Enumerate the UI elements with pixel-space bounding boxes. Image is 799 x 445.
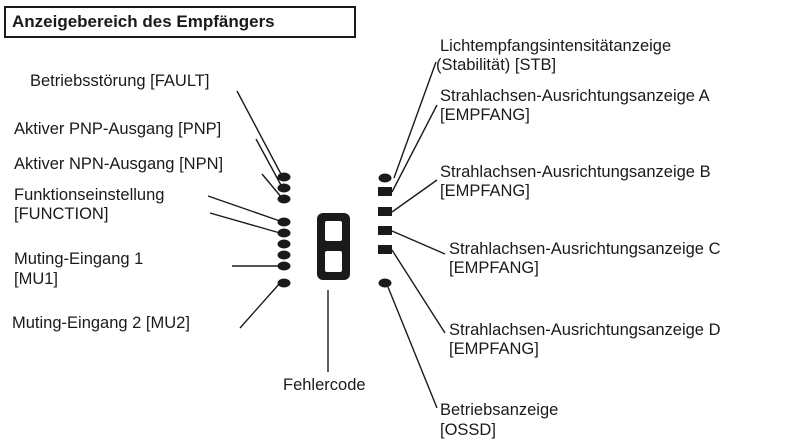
label-a-line1: Strahlachsen-Ausrichtungsanzeige A <box>440 87 710 105</box>
leader-mu2 <box>239 282 281 329</box>
led-function-3 <box>277 239 291 249</box>
label-ossd-line2: [OSSD] <box>440 421 496 439</box>
led-ossd <box>378 278 392 288</box>
led-c <box>378 226 392 235</box>
led-b <box>378 207 392 216</box>
label-d-line2: [EMPFANG] <box>449 340 539 358</box>
label-a-line2: [EMPFANG] <box>440 106 530 124</box>
label-b-line2: [EMPFANG] <box>440 182 530 200</box>
led-function-4 <box>277 250 291 260</box>
label-d-line1: Strahlachsen-Ausrichtungsanzeige D <box>449 321 721 339</box>
led-a <box>378 187 392 196</box>
label-pnp: Aktiver PNP-Ausgang [PNP] <box>14 120 222 138</box>
led-d <box>378 245 392 254</box>
led-fault <box>277 172 291 182</box>
label-stb-line2: (Stabilität) [STB] <box>436 56 557 74</box>
leader-function-2 <box>209 212 281 234</box>
led-npn <box>277 194 291 204</box>
label-function-line1: Funktionseinstellung <box>14 186 165 204</box>
leader-fault <box>236 90 283 177</box>
leader-stb <box>393 61 437 179</box>
leader-function <box>207 195 281 222</box>
led-function-2 <box>277 228 291 238</box>
leader-ossd <box>387 286 438 409</box>
label-c-line1: Strahlachsen-Ausrichtungsanzeige C <box>449 240 721 258</box>
led-stb <box>378 173 392 183</box>
led-function-1 <box>277 217 291 227</box>
label-mu1-line2: [MU1] <box>14 270 59 288</box>
leader-d <box>391 249 446 334</box>
led-pnp <box>277 183 291 193</box>
diagram-title: Anzeigebereich des Empfängers <box>4 6 356 38</box>
label-mu2: Muting-Eingang 2 [MU2] <box>12 314 190 332</box>
label-fault: Betriebsstörung [FAULT] <box>30 72 210 90</box>
leader-pnp <box>255 138 283 188</box>
label-npn: Aktiver NPN-Ausgang [NPN] <box>14 155 224 173</box>
label-ossd-line1: Betriebsanzeige <box>440 401 559 419</box>
led-mu1 <box>277 261 291 271</box>
label-stb-line1: Lichtempfangsintensitätanzeige <box>440 37 672 55</box>
label-b-line1: Strahlachsen-Ausrichtungsanzeige B <box>440 163 711 181</box>
leader-a <box>391 104 438 193</box>
label-error-code: Fehlercode <box>283 376 366 394</box>
leader-b <box>391 179 438 213</box>
label-function-line2: [FUNCTION] <box>14 205 109 223</box>
seven-segment-display <box>317 213 350 280</box>
label-mu1-line1: Muting-Eingang 1 <box>14 250 144 268</box>
leader-c <box>391 230 446 255</box>
led-mu2 <box>277 278 291 288</box>
leader-npn <box>261 173 283 199</box>
label-c-line2: [EMPFANG] <box>449 259 539 277</box>
